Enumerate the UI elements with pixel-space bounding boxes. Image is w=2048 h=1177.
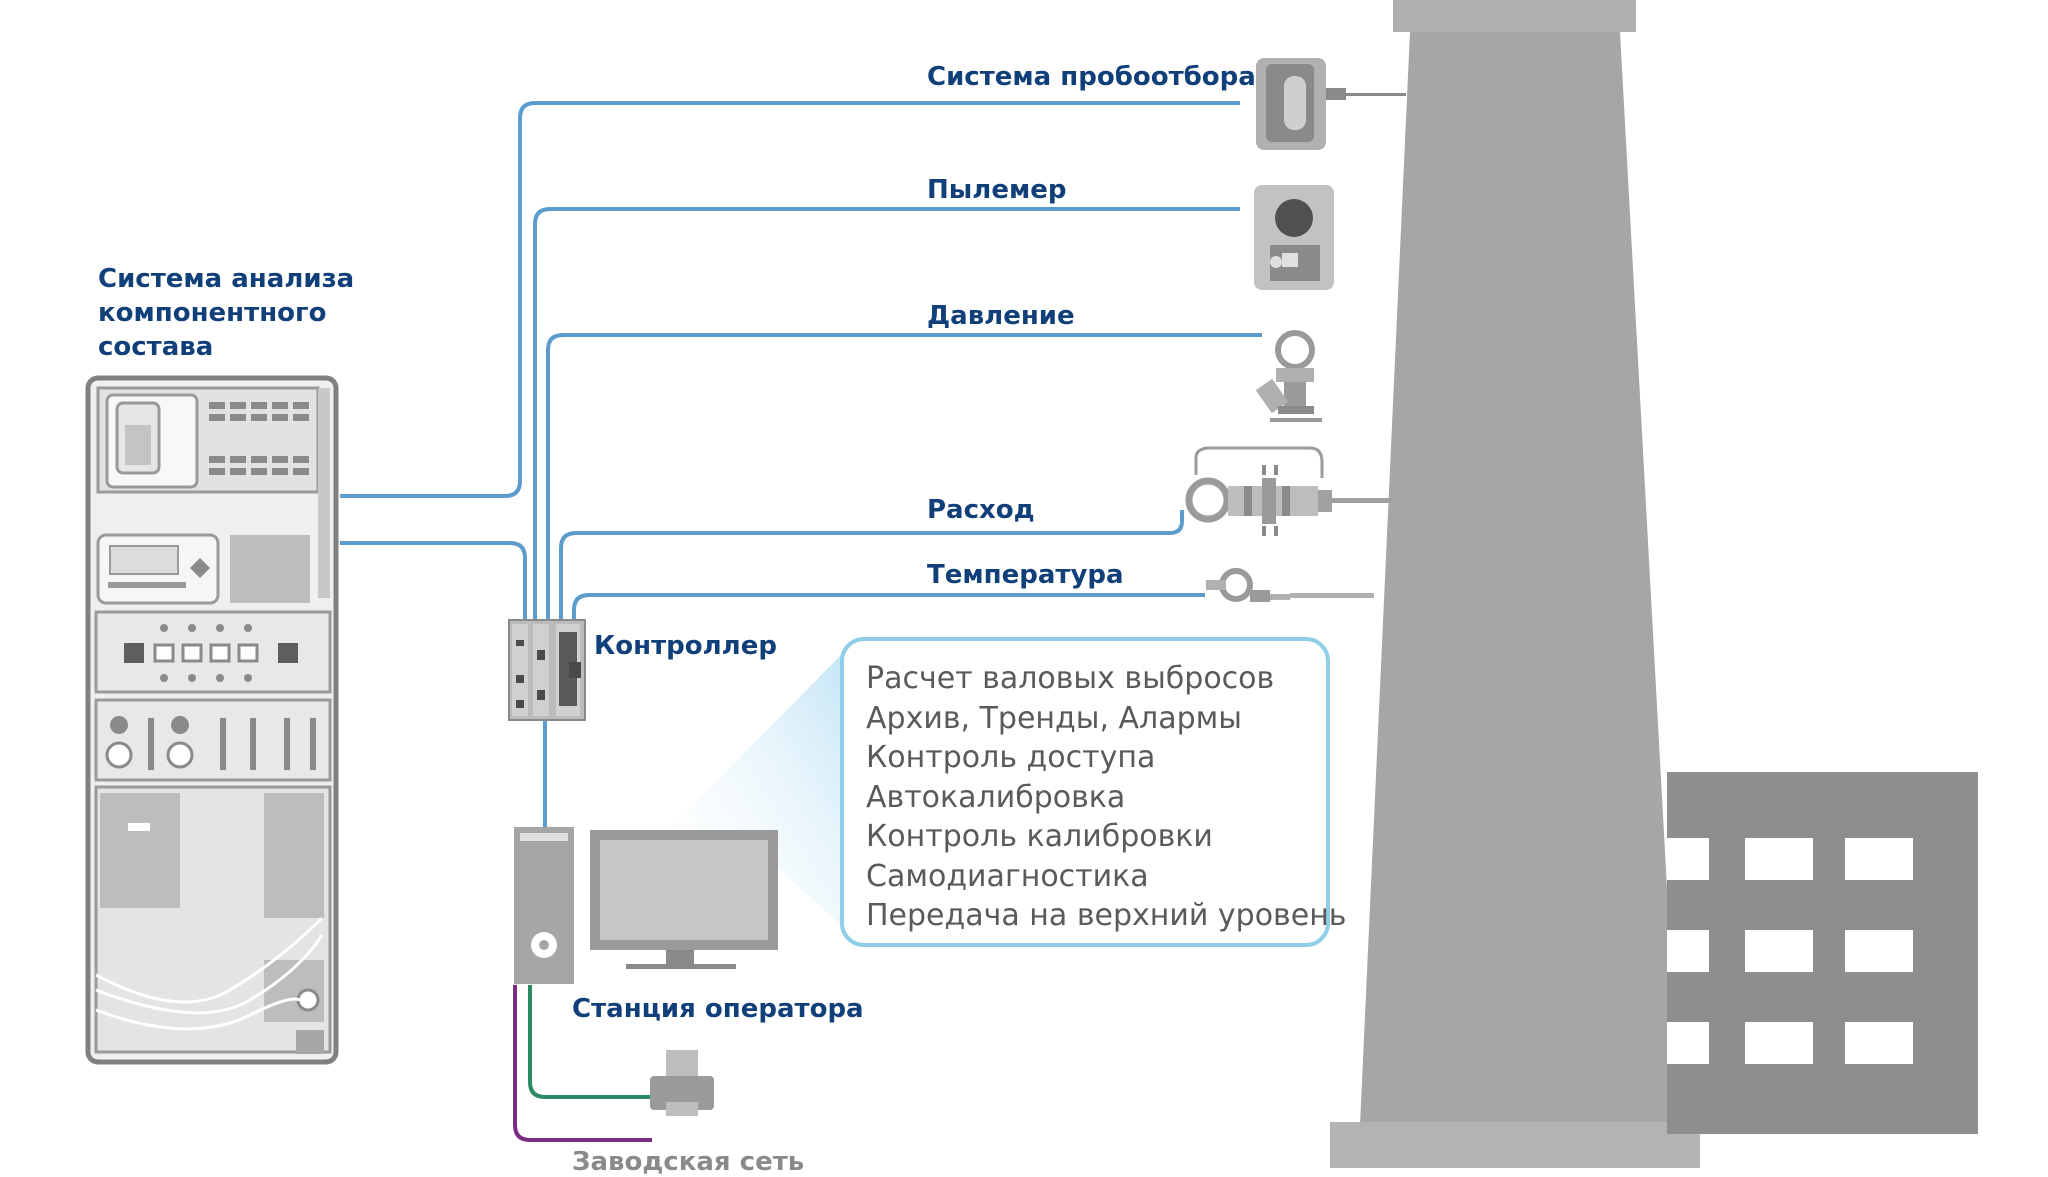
function-item: Расчет валовых выбросов — [866, 661, 1275, 696]
plant-building — [1667, 772, 1978, 1134]
operator-station-label: Станция оператора — [572, 994, 864, 1024]
function-item: Контроль калибровки — [866, 819, 1213, 854]
controller-device — [508, 619, 586, 721]
analyzer-system-label: Система анализа компонентного состава — [98, 264, 355, 362]
controller-label: Контроллер — [594, 631, 777, 661]
network-line — [513, 985, 652, 1142]
signal-lines — [340, 101, 1262, 830]
function-item: Самодиагностика — [866, 858, 1149, 894]
analyzer-cabinet — [85, 375, 339, 1065]
temperature-label: Температура — [927, 560, 1124, 590]
dust-meter-device — [1254, 185, 1334, 290]
callout-beam — [668, 650, 846, 930]
function-item: Передача на верхний уровень — [866, 898, 1347, 933]
temperature-sensor-device — [1206, 568, 1374, 602]
flow-label: Расход — [927, 495, 1035, 525]
pressure-label: Давление — [927, 301, 1075, 331]
dust-meter-label: Пылемер — [927, 175, 1067, 205]
pressure-transmitter-device — [1255, 330, 1322, 422]
printer-line — [528, 985, 650, 1099]
sampling-system-label: Система пробоотбора — [927, 62, 1256, 92]
plant-network-label: Заводская сеть — [572, 1147, 805, 1177]
function-item: Автокалибровка — [866, 779, 1126, 815]
functions-callout: Расчет валовых выбросов Архив, Тренды, А… — [840, 637, 1347, 947]
printer-device — [650, 1050, 714, 1116]
chimney — [1330, 0, 1700, 1168]
function-item: Контроль доступа — [866, 740, 1156, 775]
function-item: Архив, Тренды, Алармы — [866, 700, 1242, 736]
operator-station — [514, 827, 778, 984]
flow-meter-device — [1185, 446, 1392, 536]
sampling-probe-device — [1256, 58, 1406, 150]
